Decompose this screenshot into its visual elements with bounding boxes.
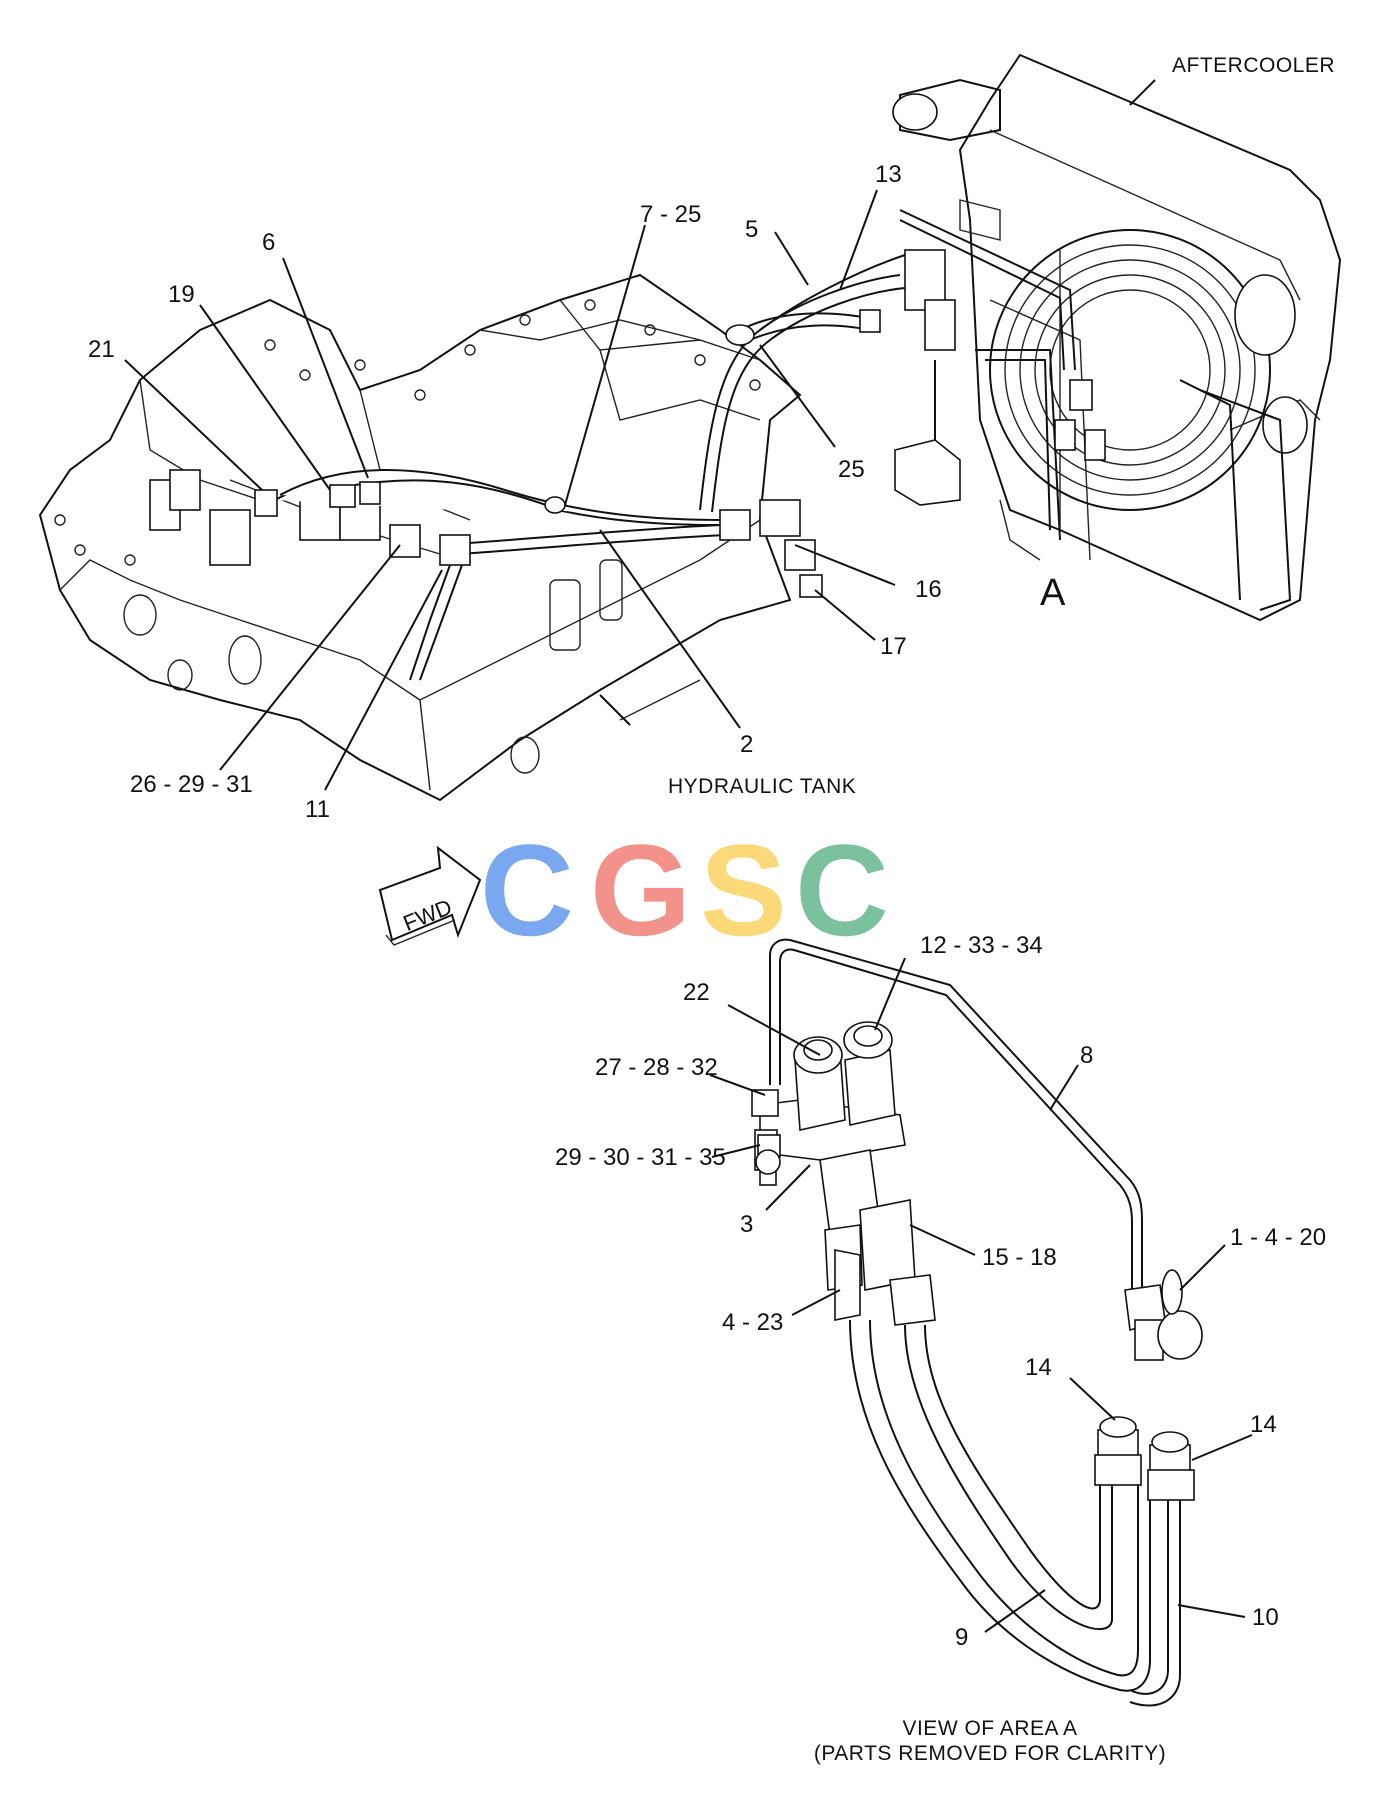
callout-4-23: 4 - 23	[722, 1309, 783, 1336]
callout-13: 13	[875, 161, 902, 188]
callout-3: 3	[740, 1211, 753, 1238]
callout-19: 19	[168, 281, 195, 308]
callout-14-right: 14	[1250, 1411, 1277, 1438]
aftercooler-label: AFTERCOOLER	[1172, 54, 1335, 77]
callout-7-25: 7 - 25	[640, 201, 701, 228]
callout-10: 10	[1252, 1604, 1279, 1631]
logo-letter-c2: C	[795, 817, 889, 963]
callout-2: 2	[740, 731, 753, 758]
logo-letter-g: G	[590, 817, 691, 963]
callouts-bottom: 12 - 33 - 34 22 27 - 28 - 32 8 29 - 30 -…	[555, 932, 1326, 1651]
view-title-line2: (PARTS REMOVED FOR CLARITY)	[814, 1742, 1166, 1765]
callout-11: 11	[305, 796, 330, 823]
logo-letter-c1: C	[480, 817, 574, 963]
fwd-arrow: FWD	[378, 845, 482, 946]
callout-14-left: 14	[1025, 1354, 1052, 1381]
aftercooler-drawing	[892, 53, 1342, 622]
leaders-bottom	[709, 957, 1253, 1633]
area-a-detail-drawing	[751, 938, 1203, 1707]
callout-27-28-32: 27 - 28 - 32	[595, 1054, 718, 1081]
callout-17: 17	[880, 633, 907, 660]
cgsc-watermark-logo: C G S C	[480, 817, 889, 963]
callout-26-29-31: 26 - 29 - 31	[130, 771, 253, 798]
callout-22: 22	[683, 979, 710, 1006]
view-title-line1: VIEW OF AREA A	[902, 1717, 1077, 1740]
leaders-top	[124, 79, 1156, 791]
area-a-marker: A	[1040, 572, 1066, 614]
callout-16: 16	[915, 576, 942, 603]
callout-29-30-31-35: 29 - 30 - 31 - 35	[555, 1144, 726, 1171]
fwd-label: FWD	[400, 894, 456, 936]
callout-21: 21	[88, 336, 115, 363]
logo-letter-s: S	[700, 817, 787, 963]
callout-5: 5	[745, 216, 758, 243]
callout-6: 6	[262, 229, 275, 256]
callouts-top: 13 7 - 25 5 6 19 21 25 16 17 2 26 - 29 -…	[88, 161, 942, 823]
tank-bolts	[54, 299, 761, 566]
hydraulic-tank-label: HYDRAULIC TANK	[668, 775, 856, 798]
callout-9: 9	[955, 1624, 968, 1651]
callout-8: 8	[1080, 1042, 1093, 1069]
hose-lines-top	[254, 254, 906, 681]
callout-25: 25	[838, 456, 865, 483]
callout-15-18: 15 - 18	[982, 1244, 1057, 1271]
callout-12-33-34: 12 - 33 - 34	[920, 932, 1043, 959]
callout-1-4-20: 1 - 4 - 20	[1230, 1224, 1326, 1251]
